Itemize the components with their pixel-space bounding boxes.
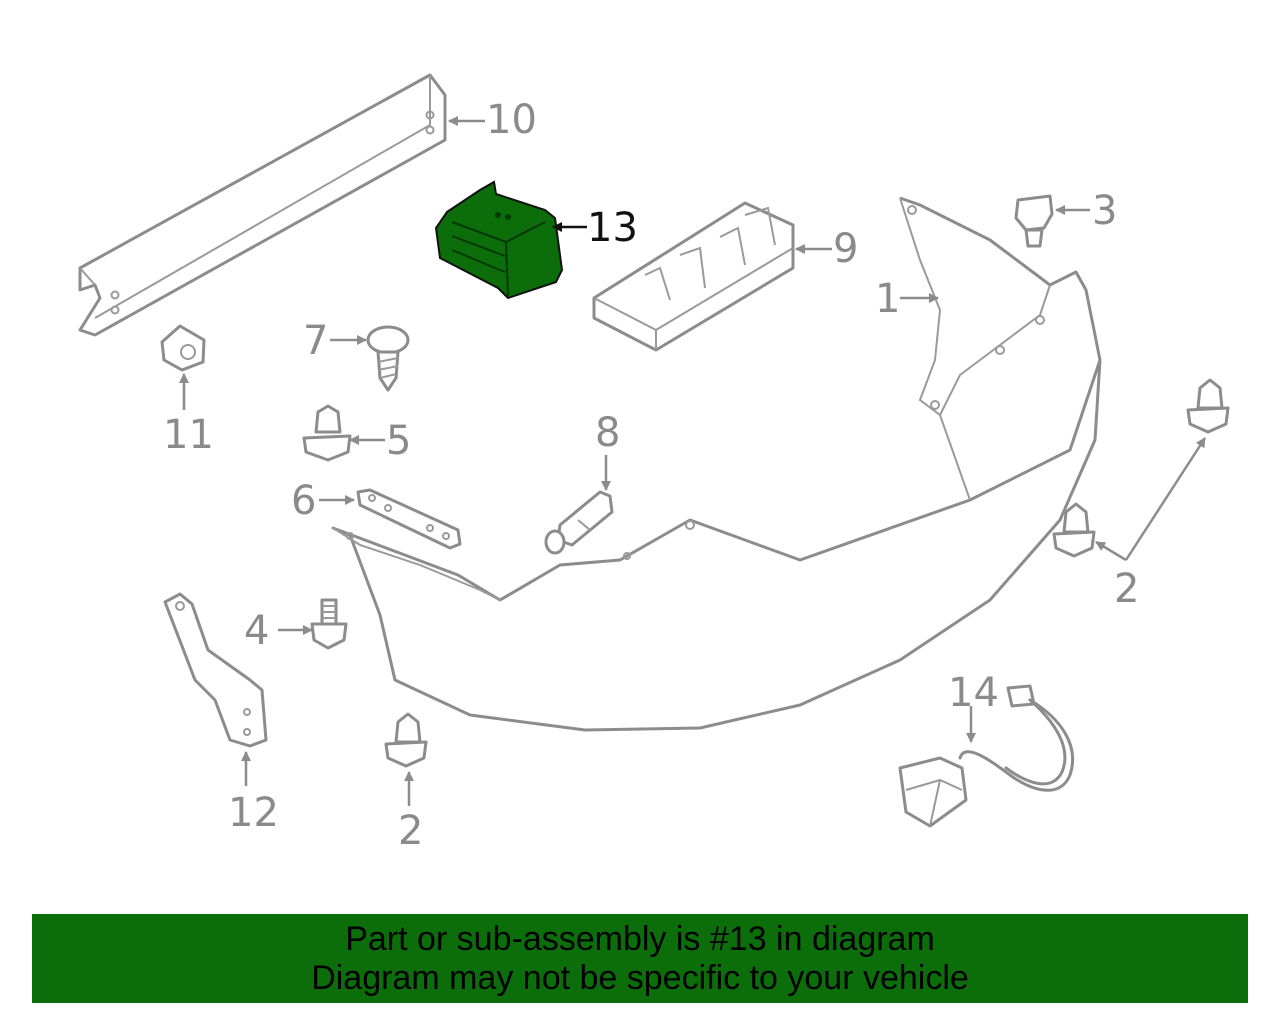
harness-part-14 — [898, 684, 1075, 828]
clip-part-2-right-top — [1186, 378, 1230, 434]
retainer-part-8 — [544, 490, 614, 555]
clip-part-5 — [302, 404, 352, 462]
side-bracket-part-12 — [163, 592, 268, 748]
callout-7: 7 — [303, 318, 328, 364]
energy-absorber-part-9 — [592, 201, 795, 352]
callout-2-right: 2 — [1114, 566, 1139, 612]
callout-5: 5 — [386, 418, 411, 464]
clip-part-2-right-bottom — [1052, 502, 1096, 558]
nut-part-11 — [160, 324, 206, 372]
clip-part-3 — [1014, 194, 1054, 248]
callout-2-bottom: 2 — [398, 808, 423, 854]
callout-8: 8 — [595, 410, 620, 456]
bolt-part-4 — [310, 598, 348, 650]
callout-6: 6 — [291, 478, 316, 524]
callout-14: 14 — [948, 670, 999, 716]
callout-10: 10 — [486, 97, 537, 143]
callout-13: 13 — [587, 205, 638, 251]
callout-1: 1 — [875, 276, 900, 322]
clip-part-2-bottom — [384, 712, 428, 768]
banner-line-2: Diagram may not be specific to your vehi… — [311, 959, 969, 997]
callout-4: 4 — [244, 608, 269, 654]
bracket-part-6 — [356, 488, 462, 550]
reinforcement-beam-part-10 — [78, 73, 447, 337]
callout-11: 11 — [163, 412, 214, 458]
notice-banner: Part or sub-assembly is #13 in diagram D… — [32, 914, 1248, 1003]
banner-line-1: Part or sub-assembly is #13 in diagram — [345, 920, 935, 958]
callout-3: 3 — [1092, 188, 1117, 234]
callout-9: 9 — [833, 226, 858, 272]
highlighted-part-13 — [434, 180, 564, 300]
screw-part-7 — [366, 325, 410, 392]
bumper-cover-part-1 — [331, 196, 1102, 732]
callout-12: 12 — [228, 790, 279, 836]
